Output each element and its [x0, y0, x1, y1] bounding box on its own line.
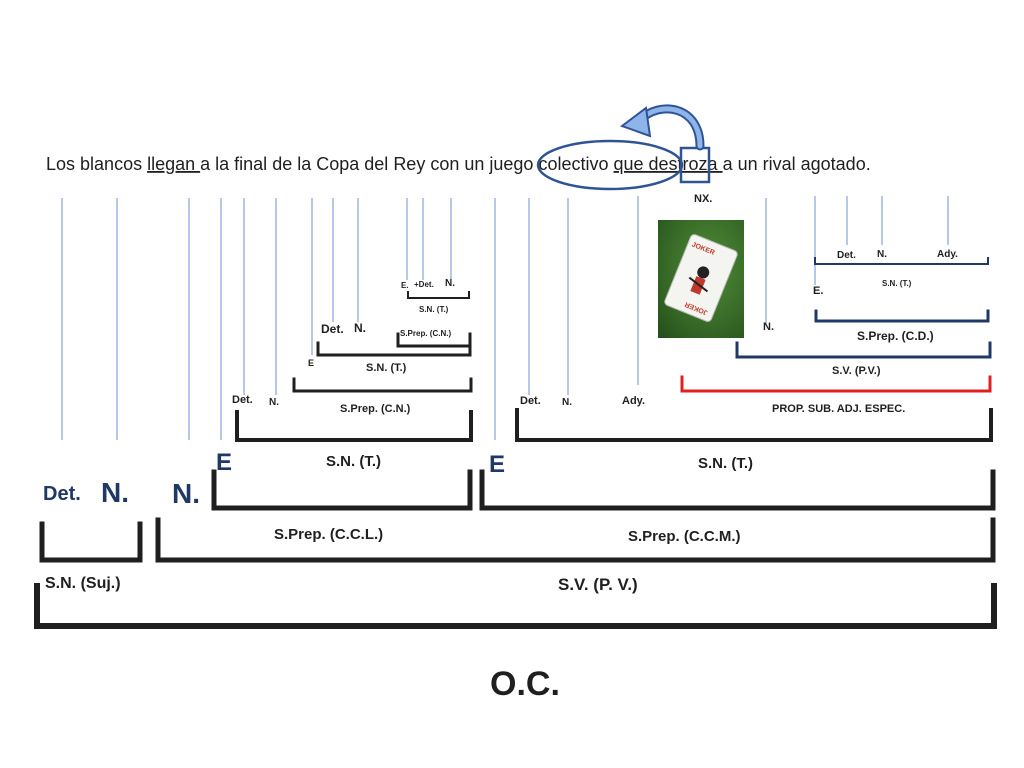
bracket [292, 377, 473, 393]
label-n-small-1: N. [445, 278, 455, 289]
bracket [235, 410, 473, 442]
label-det-3: Det. [232, 394, 253, 406]
label-det-right-mid: Det. [520, 395, 541, 407]
bracket [814, 257, 989, 265]
sentence-word: que [613, 154, 648, 174]
label-n-big-1: N. [101, 477, 129, 508]
sentence-word: la [215, 154, 234, 174]
label-sprep-cn-3: S.Prep. (C.N.) [340, 403, 411, 415]
bracket [407, 291, 470, 299]
sentence-word: un [738, 154, 763, 174]
bracket [155, 517, 996, 563]
bracket [396, 332, 472, 348]
sentence-word: rival [763, 154, 801, 174]
sentence-word: colectivo [538, 154, 613, 174]
sentence-word: agotado. [801, 154, 871, 174]
sentence-word: la [297, 154, 316, 174]
bracket [515, 408, 993, 442]
sentence-word: de [272, 154, 297, 174]
bracket [34, 583, 997, 629]
label-n-right-top: N. [877, 249, 887, 260]
sentence-word: un [464, 154, 489, 174]
sentence: Los blancos llegan a la final de la Copa… [46, 154, 871, 174]
brackets [34, 257, 997, 629]
label-sn-suj: S.N. (Suj.) [45, 575, 121, 592]
sentence-word: llegan [147, 154, 200, 174]
bracket [211, 469, 473, 511]
relative-pronoun-box [679, 146, 711, 184]
label-n-big-2: N. [172, 478, 200, 509]
sentence-word: destroza [649, 154, 723, 174]
bracket [680, 375, 992, 393]
sentence-word: Los [46, 154, 80, 174]
label-sn-t-big-2: S.N. (T.) [698, 455, 753, 472]
bracket [479, 469, 996, 511]
bracket [39, 521, 143, 563]
label-n-2: N. [354, 321, 366, 335]
label-n-verb: N. [763, 321, 774, 333]
sentence-word: a [200, 154, 215, 174]
label-sprep-ccl: S.Prep. (C.C.L.) [274, 526, 383, 543]
label-sv-pv-big: S.V. (P. V.) [558, 575, 638, 594]
label-ady-right-top: Ady. [937, 249, 958, 260]
sentence-word: con [430, 154, 464, 174]
sentence-word: a [723, 154, 738, 174]
label-sprep-cn-small: S.Prep. (C.N.) [400, 329, 451, 338]
sentence-word: Rey [393, 154, 430, 174]
bracket [814, 309, 990, 323]
label-sprep-ccm: S.Prep. (C.C.M.) [628, 528, 741, 545]
labels: E. +Det. N. S.N. (T.) S.Prep. (C.N.) Det. N. E S… [43, 249, 958, 703]
label-det-big: Det. [43, 483, 81, 505]
sentence-word: juego [488, 154, 538, 174]
label-n-right-mid: N. [562, 397, 572, 408]
label-oc: O.C. [490, 665, 560, 703]
label-det-right-top: Det. [837, 250, 856, 261]
label-det-2: Det. [321, 322, 344, 336]
bracket [735, 341, 992, 359]
label-e-big-2: E [489, 451, 505, 478]
label-ady-right-mid: Ady. [622, 395, 645, 407]
label-prop-sub: PROP. SUB. ADJ. ESPEC. [772, 403, 905, 415]
sentence-word: del [364, 154, 393, 174]
sentence-word: blancos [80, 154, 147, 174]
joker-card-image: JOKER JOKER [658, 220, 744, 338]
label-e-2: E [308, 358, 314, 368]
label-e-big-1: E [216, 449, 232, 476]
label-sn-t-big-1: S.N. (T.) [326, 453, 381, 470]
label-n-3: N. [269, 397, 279, 408]
nexus-label: NX. [694, 193, 712, 205]
label-sv-pv-small: S.V. (P.V.) [832, 365, 881, 377]
sentence-word: Copa [316, 154, 364, 174]
reference-arrow-icon [619, 104, 705, 151]
label-sprep-cd: S.Prep. (C.D.) [857, 329, 934, 343]
label-sn-small-1: S.N. (T.) [419, 305, 449, 314]
label-e-small-1: E. [401, 281, 409, 290]
label-sn-t-right-top: S.N. (T.) [882, 279, 912, 288]
guide-lines [61, 196, 949, 440]
label-e-right: E. [813, 285, 823, 297]
sentence-word: final [234, 154, 272, 174]
label-sn-t-2: S.N. (T.) [366, 362, 407, 374]
bracket [316, 341, 472, 357]
label-det-small-1: +Det. [414, 280, 434, 289]
